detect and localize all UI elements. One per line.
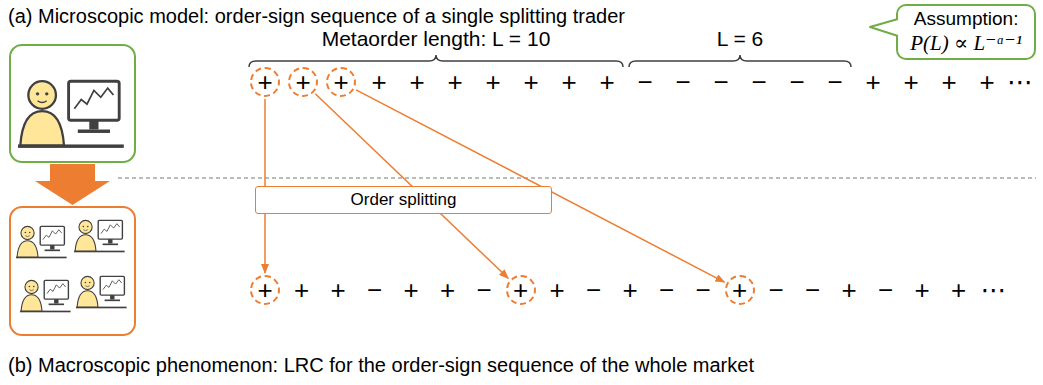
single-trader [18,81,124,148]
callout-bubble: Assumption:P(L) ∝ L⁻ᵅ⁻¹ [896,4,1036,60]
order-sign: + [295,69,310,95]
market-trader [20,280,71,312]
order-sign: + [294,277,309,303]
order-sign: ⋯ [1007,69,1033,95]
order-sign: ⋯ [981,277,1007,303]
order-sign: − [476,277,491,303]
separator-line [118,177,1036,179]
order-sign: + [523,69,538,95]
order-sign: + [841,277,856,303]
circled-order: + [250,67,280,97]
order-sign: + [333,69,348,95]
order-sign: + [941,69,956,95]
order-sign: − [675,69,690,95]
order-sign: + [447,69,462,95]
market-trader [76,276,127,308]
order-sign: − [768,277,783,303]
order-sign: + [257,277,272,303]
callout-tail [869,18,899,38]
order-sign: − [805,277,820,303]
order-sign: − [789,69,804,95]
circled-order: + [725,275,755,305]
order-sign: + [513,277,528,303]
order-sign: + [903,69,918,95]
node-text: Assumption: [910,8,1022,31]
node-text: Order splitting [264,190,543,210]
order-sign: + [485,69,500,95]
market-traders-frame [10,207,135,335]
section-heading: (a) Microscopic model: order-sign sequen… [8,5,625,28]
tail-fill [870,19,898,36]
bracket-label: L = 6 [717,27,764,51]
order-sign: − [878,277,893,303]
single-trader-frame [10,45,135,162]
order-sign: + [409,69,424,95]
process-box: Order splitting [255,186,552,214]
market-trader [74,220,125,252]
order-sign: + [330,277,345,303]
node-text: P(L) ∝ L⁻ᵅ⁻¹ [910,31,1022,56]
order-sign: + [599,69,614,95]
order-sign: + [561,69,576,95]
order-sign: + [865,69,880,95]
order-sign: + [979,69,994,95]
order-sign: + [403,277,418,303]
order-sign: − [695,277,710,303]
circled-order: + [288,67,318,97]
order-sign: + [549,277,564,303]
order-sign: − [751,69,766,95]
circled-order: + [326,67,356,97]
order-sign: + [732,277,747,303]
order-sign: + [371,69,386,95]
length-bracket [629,55,851,67]
tail-outline [870,19,898,36]
order-sign: − [637,69,652,95]
order-sign: + [440,277,455,303]
block-arrow [35,164,110,205]
order-sign: + [257,69,272,95]
section-heading: (b) Macroscopic phenomenon: LRC for the … [8,354,754,377]
order-sign: + [951,277,966,303]
circled-order: + [250,275,280,305]
order-sign: − [367,277,382,303]
length-bracket [249,55,623,67]
order-sign: − [827,69,842,95]
market-trader [16,226,67,258]
order-sign: − [659,277,674,303]
order-sign: − [713,69,728,95]
order-sign: − [586,277,601,303]
order-sign: + [914,277,929,303]
circled-order: + [506,275,536,305]
order-sign: + [622,277,637,303]
bracket-label: Metaorder length: L = 10 [322,27,551,51]
